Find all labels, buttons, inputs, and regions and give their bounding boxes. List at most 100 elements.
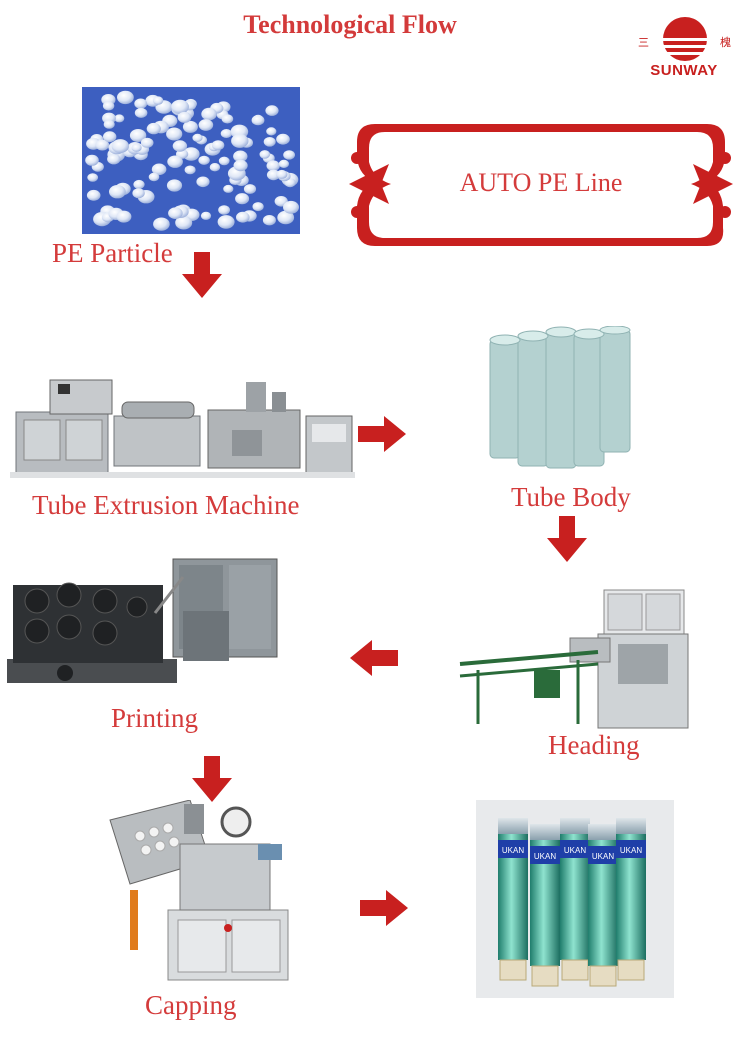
pe-pellet xyxy=(116,210,132,223)
logo-glyph-right: 槐 xyxy=(720,37,731,49)
tube-brand-text: UKAN xyxy=(564,846,586,855)
pe-pellet xyxy=(209,163,221,172)
pe-pellet xyxy=(266,160,280,171)
pe-pellet xyxy=(220,129,233,138)
pe-pellet xyxy=(262,215,276,226)
pe-pellet xyxy=(266,127,277,136)
pe-pellet xyxy=(133,179,145,189)
pe-pellet xyxy=(259,150,271,159)
pe-pellet xyxy=(277,210,295,225)
pe-pellet xyxy=(218,156,230,166)
pe-pellet xyxy=(152,96,164,105)
pe-pellet xyxy=(233,159,248,172)
pe-pellet xyxy=(223,184,234,193)
pe-pellet xyxy=(103,120,115,129)
capping-label: Capping xyxy=(145,990,237,1020)
pe-pellet xyxy=(211,140,225,151)
pe-pellet xyxy=(175,215,193,230)
pe-pellet xyxy=(217,215,235,229)
pe-pellet xyxy=(218,205,231,215)
arrow-down-icon xyxy=(545,516,589,564)
pe-pellet xyxy=(111,139,129,154)
pe-pellet xyxy=(129,129,147,142)
pe-pellet xyxy=(196,176,210,188)
pe-pellet xyxy=(283,150,295,160)
pe-pellet xyxy=(192,133,203,142)
pe-pellet xyxy=(252,202,264,212)
pe-pellet xyxy=(107,153,121,165)
tube-brand-text: UKAN xyxy=(620,846,642,855)
arrow-left-icon xyxy=(348,640,398,676)
arrow-right-icon xyxy=(360,890,410,926)
capping-machine-image xyxy=(100,800,300,986)
logo-glyph-left: 三 xyxy=(638,37,649,49)
product-tube: UKAN xyxy=(498,818,528,981)
finished-tubes-image: UKAN UKAN UKAN UKAN UKAN xyxy=(476,800,674,998)
pe-pellet xyxy=(177,111,192,123)
heading-machine-image xyxy=(458,586,690,730)
pe-pellet xyxy=(148,172,160,182)
pe-pellet xyxy=(166,127,183,141)
pe-pellet xyxy=(278,159,289,168)
banner-label: AUTO PE Line xyxy=(459,168,623,197)
tube-brand-text: UKAN xyxy=(534,852,556,861)
pe-pellet xyxy=(251,115,265,126)
pe-pellet xyxy=(132,188,145,199)
pe-pellet xyxy=(168,207,183,219)
pe-pellet xyxy=(153,217,170,231)
pe-pellet xyxy=(266,169,281,181)
pe-pellet xyxy=(146,122,161,135)
tube-brand-text: UKAN xyxy=(502,846,524,855)
pe-pellet xyxy=(221,114,234,124)
pe-pellet xyxy=(276,169,288,179)
printing-machine-image xyxy=(5,555,285,695)
pe-pellet xyxy=(134,98,148,109)
pe-pellet xyxy=(114,114,125,123)
pe-pellet xyxy=(86,189,101,201)
printing-label: Printing xyxy=(111,703,199,733)
pe-pellet xyxy=(131,143,142,152)
tube-extrusion-machine-image xyxy=(10,372,355,482)
pe-pellet xyxy=(233,150,248,163)
pe-pellet xyxy=(182,120,198,133)
pe-pellet xyxy=(283,200,299,214)
pe-pellet xyxy=(87,173,99,182)
tube-extrusion-label: Tube Extrusion Machine xyxy=(32,490,300,520)
pe-pellet xyxy=(140,137,154,148)
pe-pellet xyxy=(166,179,183,192)
pe-pellet xyxy=(167,155,183,168)
pe-pellet xyxy=(184,165,196,175)
arrow-right-icon xyxy=(358,416,408,452)
pe-pellet xyxy=(102,101,115,111)
pe-pellet xyxy=(198,155,210,165)
product-tube: UKAN xyxy=(530,824,560,987)
pe-pellet xyxy=(198,119,214,131)
pe-particle-label: PE Particle xyxy=(52,238,173,268)
pe-pellet xyxy=(151,163,167,176)
arrow-down-icon xyxy=(180,252,224,300)
tube-body-image xyxy=(480,326,640,474)
logo-brand-text: SUNWAY xyxy=(650,62,718,79)
product-tube: UKAN xyxy=(616,818,646,981)
pe-pellet xyxy=(200,211,212,220)
pe-pellet xyxy=(265,105,279,116)
product-tube: UKAN xyxy=(560,818,590,981)
pe-pellet xyxy=(117,90,134,105)
auto-pe-line-banner: AUTO PE Line xyxy=(345,118,737,252)
pe-pellet xyxy=(235,193,250,205)
pe-pellet xyxy=(182,147,200,161)
pe-pellet xyxy=(231,133,249,148)
pe-pellet xyxy=(85,154,99,166)
pe-particle-image xyxy=(82,87,300,234)
pe-pellet xyxy=(171,99,189,114)
arrow-down-icon xyxy=(190,756,234,804)
tube-brand-text: UKAN xyxy=(592,852,614,861)
pe-pellet xyxy=(243,184,257,194)
heading-label: Heading xyxy=(548,730,640,760)
pe-pellet xyxy=(95,139,110,151)
pe-pellet xyxy=(236,211,250,223)
pe-pellet xyxy=(201,107,217,121)
sunway-logo: 三 槐 xyxy=(638,14,731,94)
pe-pellet xyxy=(172,140,188,152)
page-title: Technological Flow xyxy=(243,10,457,39)
